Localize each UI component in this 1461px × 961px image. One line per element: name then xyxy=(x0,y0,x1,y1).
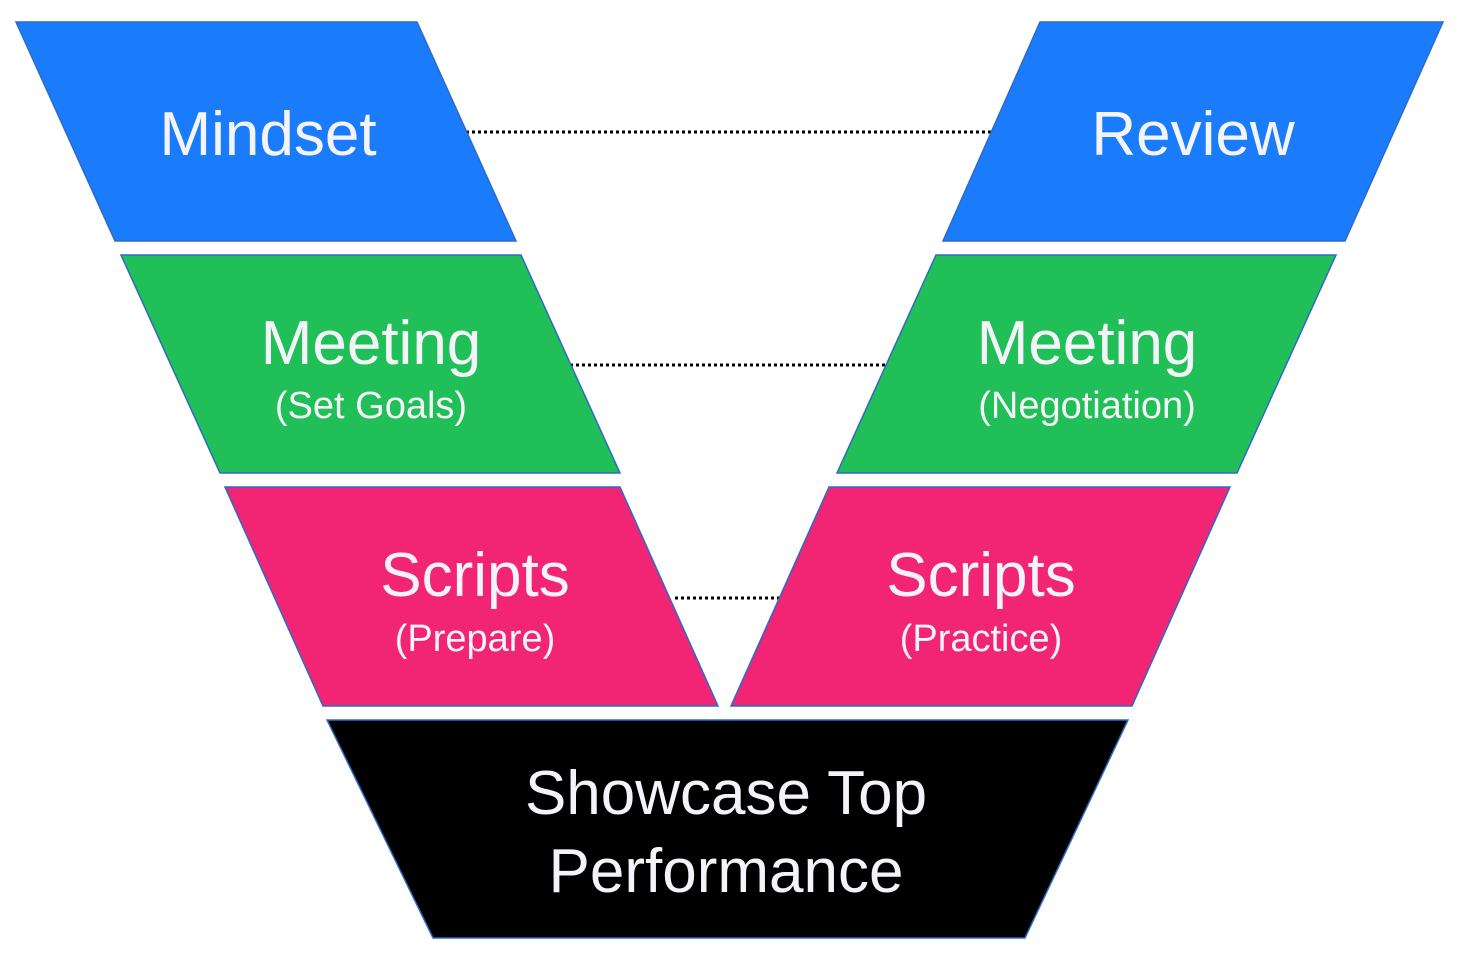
mindset-shape xyxy=(14,21,518,242)
step-scripts-practice: Scripts (Practice) xyxy=(729,486,1232,707)
scripts-practice-shape xyxy=(729,486,1232,707)
meeting-negotiation-title: Meeting xyxy=(977,309,1198,378)
meeting-set-goals-shape xyxy=(119,254,622,474)
review-title: Review xyxy=(1091,100,1295,169)
step-review: Review xyxy=(941,21,1445,242)
scripts-prepare-title: Scripts xyxy=(380,541,569,610)
showcase-title-line-1: Showcase Top xyxy=(525,759,927,828)
step-mindset: Mindset xyxy=(14,21,518,242)
scripts-practice-title: Scripts xyxy=(886,541,1075,610)
scripts-prepare-shape xyxy=(223,486,720,707)
step-scripts-prepare: Scripts (Prepare) xyxy=(223,486,720,707)
review-shape xyxy=(941,21,1445,242)
meeting-negotiation-subtitle: (Negotiation) xyxy=(978,385,1196,427)
mindset-title: Mindset xyxy=(159,100,376,169)
meeting-set-goals-title: Meeting xyxy=(261,309,482,378)
showcase-title-line-2: Performance xyxy=(549,837,904,906)
step-showcase-top-performance: Showcase Top Performance xyxy=(325,719,1130,939)
meeting-set-goals-subtitle: (Set Goals) xyxy=(275,385,467,427)
meeting-negotiation-shape xyxy=(835,254,1338,474)
scripts-practice-subtitle: (Practice) xyxy=(900,618,1063,660)
showcase-shape xyxy=(325,719,1130,939)
scripts-prepare-subtitle: (Prepare) xyxy=(395,618,556,660)
step-meeting-set-goals: Meeting (Set Goals) xyxy=(119,254,622,474)
step-meeting-negotiation: Meeting (Negotiation) xyxy=(835,254,1338,474)
